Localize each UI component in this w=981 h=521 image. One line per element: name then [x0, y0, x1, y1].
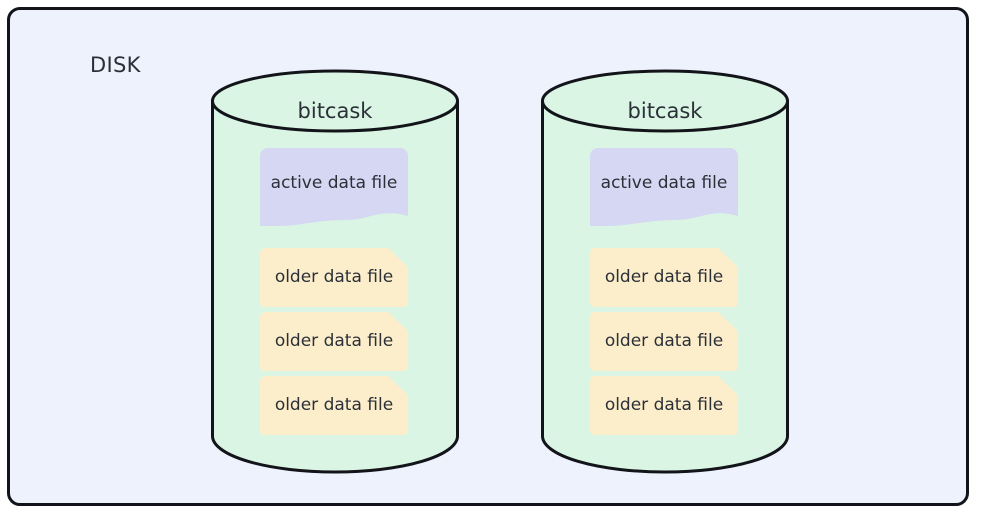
older-data-file-2-3[interactable]: older data file: [590, 376, 738, 435]
file-stack-1: active data file older data file older d…: [211, 85, 459, 467]
older-data-file-1-3[interactable]: older data file: [260, 376, 408, 435]
older-data-file-label-2-2: older data file: [604, 331, 724, 351]
older-file-shape-1-1: [260, 248, 408, 307]
file-stack-2: active data file older data file older d…: [541, 85, 789, 467]
older-data-file-label-2-3: older data file: [604, 395, 724, 415]
older-file-shape-1-3: [260, 376, 408, 435]
active-data-file-1[interactable]: active data file: [260, 148, 408, 226]
bitcask-cylinder-1[interactable]: bitcask active data file older data file…: [211, 69, 459, 474]
older-data-file-2-1[interactable]: older data file: [590, 248, 738, 307]
older-file-shape-2-2: [590, 312, 738, 371]
older-data-file-label-1-1: older data file: [274, 267, 394, 287]
older-file-shape-2-3: [590, 376, 738, 435]
older-file-shape-1-2: [260, 312, 408, 371]
active-file-shape-2: [590, 148, 738, 226]
older-data-file-label-1-2: older data file: [274, 331, 394, 351]
active-data-file-2[interactable]: active data file: [590, 148, 738, 226]
active-data-file-label-2: active data file: [600, 173, 728, 193]
disk-label: DISK: [90, 53, 141, 77]
active-file-shape-1: [260, 148, 408, 226]
older-data-file-1-2[interactable]: older data file: [260, 312, 408, 371]
active-data-file-label-1: active data file: [270, 173, 398, 193]
disk-container: DISK: [7, 7, 969, 506]
older-data-file-2-2[interactable]: older data file: [590, 312, 738, 371]
older-file-shape-2-1: [590, 248, 738, 307]
older-data-file-label-2-1: older data file: [604, 267, 724, 287]
older-data-file-label-1-3: older data file: [274, 395, 394, 415]
older-data-file-1-1[interactable]: older data file: [260, 248, 408, 307]
bitcask-cylinder-2[interactable]: bitcask active data file older data file…: [541, 69, 789, 474]
